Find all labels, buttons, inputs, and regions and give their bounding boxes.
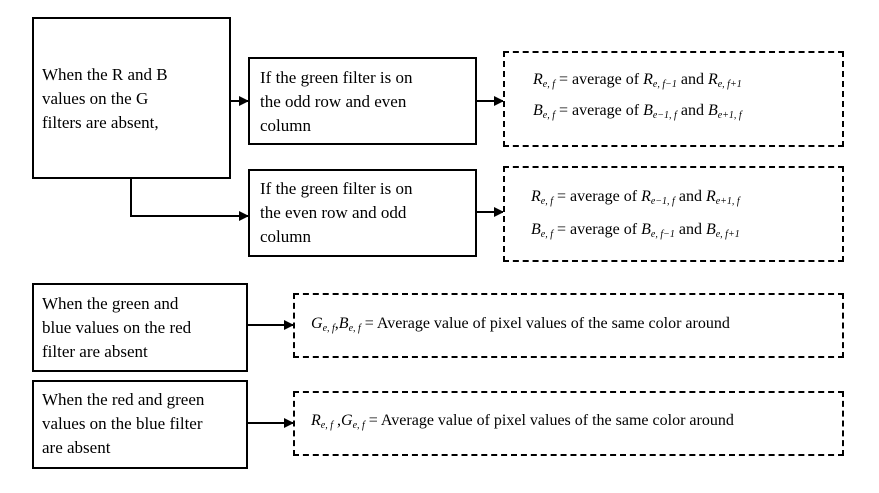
formula-odd-b: Be, f = average of Be−1, f and Be+1, f — [533, 102, 742, 121]
formula-even-r-lhs: R — [531, 188, 541, 205]
formula-even-b: Be, f = average of Be, f−1 and Be, f+1 — [531, 221, 740, 240]
formula-red: Ge, f,Be, f = Average value of pixel val… — [311, 315, 730, 334]
formula-even-b-conj: and — [674, 221, 706, 238]
formula-blue-v2-sub: e, f — [352, 420, 365, 431]
formula-odd-b-lhs-sub: e, f — [542, 110, 555, 121]
formula-odd-b-a: B — [643, 102, 653, 119]
formula-even-r-b-sub: e+1, f — [715, 196, 740, 207]
formula-box-red: Ge, f,Be, f = Average value of pixel val… — [293, 293, 844, 358]
formula-box-blue: Re, f ,Ge, f = Average value of pixel va… — [293, 391, 844, 456]
formula-odd-b-lhs: B — [533, 102, 543, 119]
formula-odd-b-a-sub: e−1, f — [652, 110, 677, 121]
arrow-gabsent-to-even — [130, 179, 249, 221]
formula-even-b-b-sub: e, f+1 — [715, 229, 740, 240]
formula-blue-sep: , — [333, 412, 341, 429]
formula-red-v1-sub: e, f — [322, 323, 335, 334]
formula-even-b-a-sub: e, f−1 — [650, 229, 675, 240]
formula-even-r-a: R — [641, 188, 651, 205]
formula-odd-b-b-sub: e+1, f — [717, 110, 742, 121]
node-g-absent-text: When the R and B values on the G filters… — [42, 65, 168, 132]
formula-even-r-conj: and — [674, 188, 706, 205]
formula-blue-v1-sub: e, f — [320, 420, 333, 431]
formula-odd-r-a: R — [643, 71, 653, 88]
node-g-absent: When the R and B values on the G filters… — [32, 17, 231, 179]
node-even-row-text: If the green filter is on the even row a… — [260, 179, 413, 246]
formula-even-r-lhs-sub: e, f — [540, 196, 553, 207]
formula-even-r-mid: = average of — [553, 188, 642, 205]
node-red-absent: When the green and blue values on the re… — [32, 283, 248, 372]
formula-odd-r: Re, f = average of Re, f−1 and Re, f+1 — [533, 71, 742, 90]
formula-blue: Re, f ,Ge, f = Average value of pixel va… — [311, 412, 734, 431]
formula-even-r-b: R — [705, 188, 716, 205]
formula-even-r: Re, f = average of Re−1, f and Re+1, f — [531, 188, 740, 207]
formula-odd-b-mid: = average of — [555, 102, 644, 119]
formula-odd-b-b: B — [707, 102, 718, 119]
formula-odd-r-lhs: R — [533, 71, 543, 88]
formula-even-b-mid: = average of — [553, 221, 642, 238]
formula-odd-r-lhs-sub: e, f — [542, 79, 555, 90]
formula-box-odd: Re, f = average of Re, f−1 and Re, f+1 B… — [503, 51, 844, 147]
formula-odd-r-mid: = average of — [555, 71, 644, 88]
formula-even-b-a: B — [641, 221, 651, 238]
formula-red-v1: G — [311, 315, 323, 332]
formula-odd-b-conj: and — [676, 102, 708, 119]
formula-blue-rest: = Average value of pixel values of the s… — [364, 412, 734, 429]
node-odd-row: If the green filter is on the odd row an… — [248, 57, 477, 145]
formula-odd-r-b: R — [707, 71, 718, 88]
formula-red-v2: B — [338, 315, 349, 332]
formula-odd-r-conj: and — [676, 71, 708, 88]
formula-red-rest: = Average value of pixel values of the s… — [360, 315, 730, 332]
node-odd-row-text: If the green filter is on the odd row an… — [260, 68, 413, 135]
formula-even-b-b: B — [705, 221, 716, 238]
formula-odd-r-b-sub: e, f+1 — [717, 79, 742, 90]
formula-blue-v1: R — [311, 412, 321, 429]
formula-even-r-a-sub: e−1, f — [650, 196, 675, 207]
formula-box-even: Re, f = average of Re−1, f and Re+1, f B… — [503, 166, 844, 262]
formula-even-b-lhs: B — [531, 221, 541, 238]
formula-blue-v2: G — [341, 412, 353, 429]
formula-red-v2-sub: e, f — [348, 323, 361, 334]
formula-even-b-lhs-sub: e, f — [540, 229, 553, 240]
formula-odd-r-a-sub: e, f−1 — [652, 79, 677, 90]
node-blue-absent: When the red and green values on the blu… — [32, 380, 248, 469]
node-blue-absent-text: When the red and green values on the blu… — [42, 390, 205, 457]
node-red-absent-text: When the green and blue values on the re… — [42, 294, 192, 361]
formula-red-sep: , — [334, 315, 339, 332]
node-even-row: If the green filter is on the even row a… — [248, 169, 477, 257]
